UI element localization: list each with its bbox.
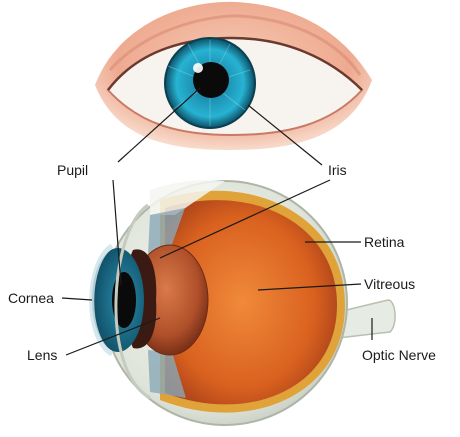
iris-label: Iris: [328, 162, 347, 178]
optic-nerve-label: Optic Nerve: [362, 347, 436, 363]
external-eye: [95, 2, 372, 150]
eye-cross-section: [92, 180, 395, 425]
cornea-label: Cornea: [8, 290, 54, 306]
cornea-leader: [62, 298, 92, 300]
pupil-highlight: [193, 63, 203, 73]
vitreous-label: Vitreous: [364, 276, 415, 292]
retina-label: Retina: [364, 234, 404, 250]
lens-label: Lens: [27, 347, 57, 363]
pupil-label: Pupil: [57, 162, 88, 178]
